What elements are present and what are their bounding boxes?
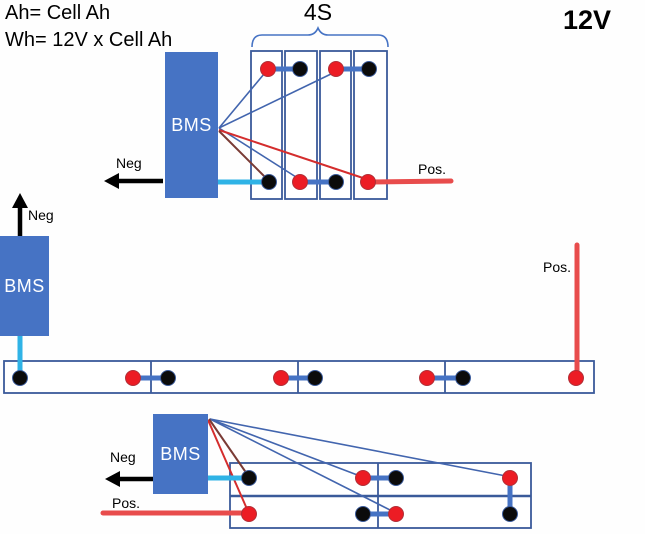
neg-arrow-head [12, 193, 28, 208]
sense-wire [218, 73, 332, 129]
terminal-positive [328, 61, 344, 77]
sense-wire [218, 73, 265, 129]
positive-lead [367, 178, 454, 185]
cell-box [353, 50, 388, 200]
terminal-positive [292, 174, 308, 190]
top-diagram [104, 25, 454, 200]
neg-arrow-head [105, 471, 120, 487]
terminal-positive [273, 370, 289, 386]
voltage-label: 12V [563, 5, 612, 35]
sense-wire-positive [207, 419, 248, 510]
neg-label-middle: Neg [28, 207, 54, 223]
series-count-label: 4S [303, 0, 333, 25]
terminal-positive [419, 370, 435, 386]
sense-wire [209, 418, 361, 477]
neg-label-top: Neg [116, 155, 142, 171]
formula-line-2: Wh= 12V x Cell Ah [5, 29, 173, 51]
sense-wire-negative [208, 418, 248, 475]
neg-label-bottom: Neg [110, 449, 136, 465]
terminal-negative [388, 470, 404, 486]
terminal-negative [241, 470, 257, 486]
pos-label-bottom: Pos. [112, 495, 141, 511]
neg-arrow-head [104, 173, 119, 189]
terminal-positive [388, 506, 404, 522]
terminal-negative [12, 370, 28, 386]
terminal-positive [360, 174, 376, 190]
series-brace [251, 25, 389, 48]
bms-box-top: BMS [165, 52, 218, 198]
pos-label-middle: Pos. [543, 259, 572, 275]
terminal-positive [125, 370, 141, 386]
terminal-positive [241, 506, 257, 522]
bms-box-middle: BMS [0, 236, 49, 336]
terminal-negative [355, 506, 371, 522]
middle-diagram [3, 193, 595, 394]
terminal-positive [355, 470, 371, 486]
sense-wire [209, 418, 393, 512]
terminal-positive [502, 470, 518, 486]
sense-wire [218, 127, 297, 178]
bms-box-bottom: BMS [153, 414, 208, 494]
cell-box [319, 50, 352, 200]
terminal-negative [160, 370, 176, 386]
formula-line-1: Ah= Cell Ah [5, 2, 111, 24]
terminal-negative [502, 506, 518, 522]
pos-label-top: Pos. [418, 161, 447, 177]
terminal-negative [455, 370, 471, 386]
terminal-negative [292, 61, 308, 77]
sense-wire [209, 418, 507, 477]
terminal-negative [261, 174, 277, 190]
bottom-diagram [100, 418, 532, 529]
sense-wire-positive [218, 129, 364, 179]
terminal-negative [328, 174, 344, 190]
terminal-positive [260, 61, 276, 77]
sense-wire-negative [218, 130, 266, 178]
terminal-positive [568, 370, 584, 386]
terminal-negative [361, 61, 377, 77]
terminal-negative [307, 370, 323, 386]
